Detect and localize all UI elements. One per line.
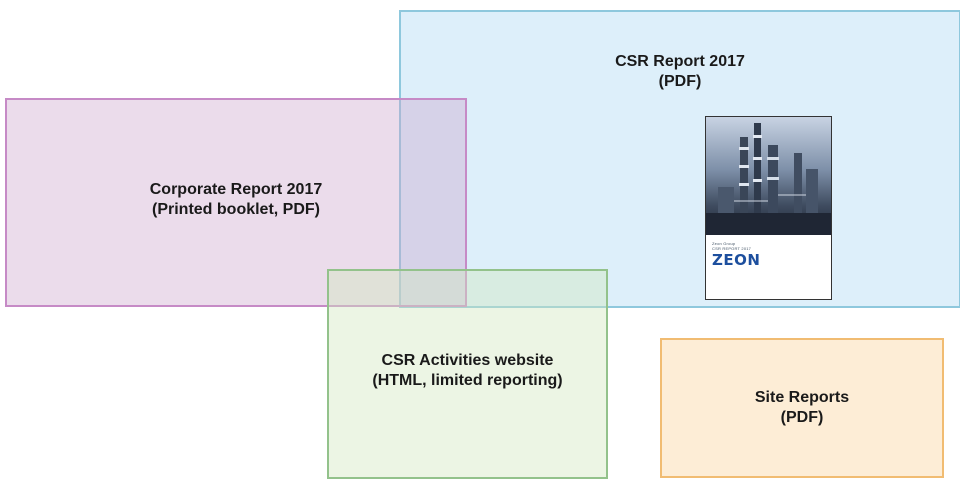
corporate-report-format: (Printed booklet, PDF) [152, 201, 320, 218]
corporate-report-box: Corporate Report 2017 (Printed booklet, … [5, 98, 467, 307]
csr-website-box: CSR Activities website (HTML, limited re… [327, 269, 608, 479]
csr-report-cover-image: Zeon Group CSR REPORT 2017 ZEON [705, 116, 832, 300]
cover-photo-industrial-plant [706, 117, 831, 235]
corporate-report-title: Corporate Report 2017 [149, 181, 323, 198]
site-reports-title: Site Reports [754, 389, 850, 406]
csr-report-format: (PDF) [658, 73, 702, 90]
cover-small-text-2: CSR REPORT 2017 [712, 246, 752, 251]
site-reports-label: Site Reports (PDF) [662, 388, 942, 428]
plant-silhouette-icon [706, 123, 831, 235]
corporate-report-label: Corporate Report 2017 (Printed booklet, … [7, 180, 465, 220]
csr-report-title: CSR Report 2017 [615, 53, 745, 70]
csr-report-label: CSR Report 2017 (PDF) [401, 52, 959, 92]
csr-website-label: CSR Activities website (HTML, limited re… [329, 351, 606, 391]
csr-report-box: CSR Report 2017 (PDF) [399, 10, 960, 308]
cover-small-text-1: Zeon Group [712, 241, 736, 246]
site-reports-format: (PDF) [780, 409, 824, 426]
csr-website-format: (HTML, limited reporting) [372, 372, 563, 389]
zeon-logo: ZEON [712, 251, 761, 269]
csr-website-title: CSR Activities website [381, 352, 554, 369]
site-reports-box: Site Reports (PDF) [660, 338, 944, 478]
